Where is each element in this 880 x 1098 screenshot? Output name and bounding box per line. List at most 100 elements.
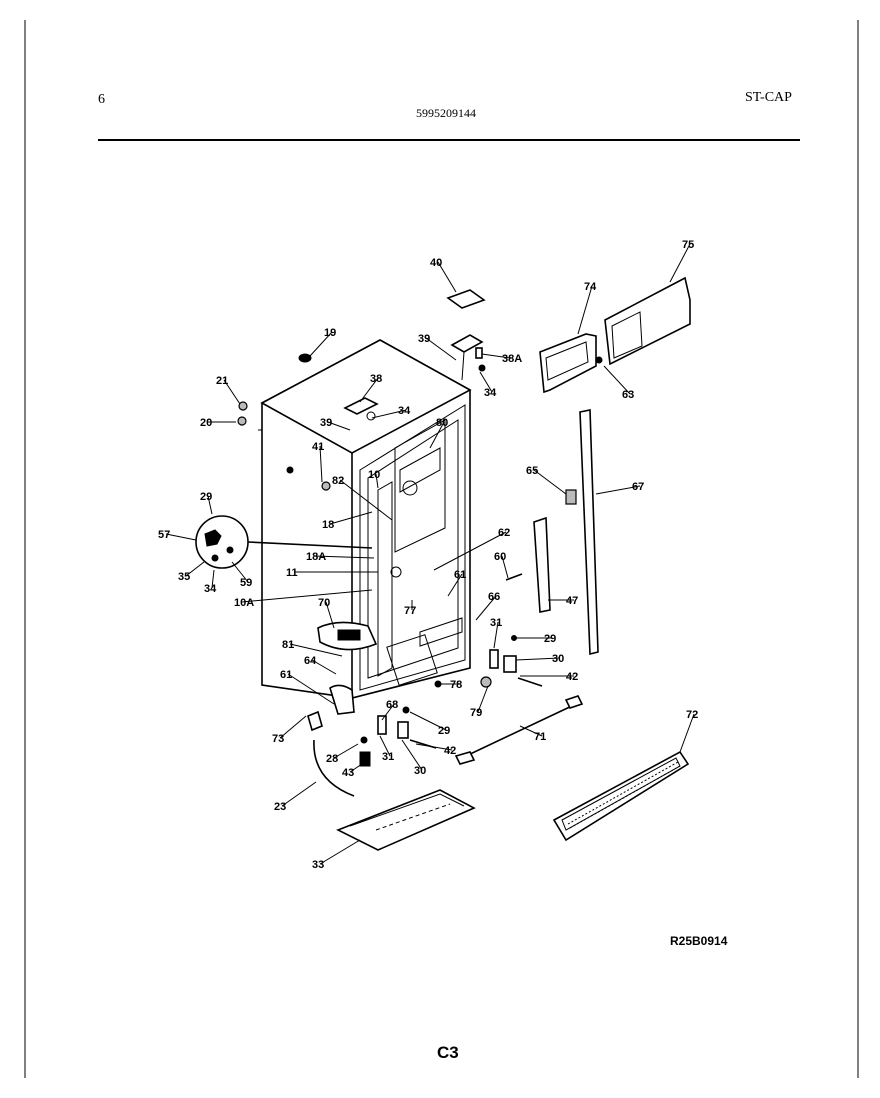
part-40-bracket <box>446 289 486 309</box>
callout-leader-61 <box>447 573 463 597</box>
callout-30: 30 <box>552 653 564 665</box>
callout-47: 47 <box>566 595 578 607</box>
callout-leader-10A <box>241 589 373 603</box>
hinge-detail-circle <box>195 515 373 569</box>
callout-57: 57 <box>158 529 170 541</box>
callout-28: 28 <box>326 753 338 765</box>
callout-leader-23 <box>281 781 317 807</box>
callout-34: 34 <box>398 405 411 417</box>
callout-leader-57 <box>165 533 197 541</box>
callout-67: 67 <box>632 481 644 493</box>
callout-64: 64 <box>304 655 317 667</box>
page-code: C3 <box>437 1043 459 1062</box>
drain-hose <box>307 710 355 797</box>
callout-18: 18 <box>322 519 334 531</box>
callout-leader-66 <box>475 595 497 621</box>
callout-leader-18 <box>329 511 373 525</box>
callout-leader-21 <box>223 379 241 405</box>
lower-left-hinge <box>359 706 437 767</box>
callout-leader-38 <box>359 377 379 403</box>
callout-leader-29 <box>409 711 447 731</box>
callout-20: 20 <box>200 417 212 429</box>
callout-35: 35 <box>178 571 190 583</box>
callout-leader-72 <box>679 713 695 753</box>
part-33-drain-pan <box>336 789 476 851</box>
callout-73: 73 <box>272 733 284 745</box>
callout-60: 60 <box>494 551 506 563</box>
callout-81: 81 <box>282 639 294 651</box>
callout-leader-18A <box>313 555 375 559</box>
callout-leader-34 <box>211 569 215 589</box>
callout-leader-73 <box>279 715 307 739</box>
callout-65: 65 <box>526 465 538 477</box>
callout-29: 29 <box>544 633 556 645</box>
callout-leader-30 <box>515 657 561 661</box>
callout-77: 77 <box>404 605 416 617</box>
callout-38: 38 <box>370 373 382 385</box>
callout-63: 63 <box>622 389 634 401</box>
part-71-rod <box>454 695 584 765</box>
cabinet <box>258 339 472 699</box>
callout-79: 79 <box>470 707 482 719</box>
callout-leader-75 <box>669 243 691 283</box>
callout-18A: 18A <box>306 551 326 563</box>
lower-right-hinge <box>489 635 543 687</box>
callout-leader-40 <box>437 261 457 293</box>
callout-leader-39 <box>327 421 351 431</box>
callout-leader-81 <box>289 643 343 657</box>
callout-74: 74 <box>584 281 597 293</box>
callout-leader-60 <box>501 555 509 579</box>
callout-leader-74 <box>577 285 593 335</box>
callout-leader-19 <box>309 331 333 357</box>
callout-leader-82 <box>339 479 393 521</box>
part-64-bracket <box>329 684 355 715</box>
callout-leader-43 <box>349 763 363 773</box>
callout-38A: 38A <box>502 353 522 365</box>
callout-23: 23 <box>274 801 286 813</box>
callout-10: 10 <box>368 469 380 481</box>
part-79 <box>480 676 492 688</box>
callout-leader-64 <box>311 659 337 675</box>
callout-leader-59 <box>231 561 249 583</box>
callout-29: 29 <box>200 491 212 503</box>
callout-leader-79 <box>477 685 489 713</box>
part-47-rail <box>533 516 551 613</box>
callout-62: 62 <box>498 527 510 539</box>
callout-leader-41 <box>319 445 323 483</box>
callout-leader-35 <box>185 561 205 577</box>
part-72-base-grille <box>552 750 690 842</box>
callout-68: 68 <box>386 699 398 711</box>
callout-29: 29 <box>438 725 450 737</box>
top-hinge <box>450 334 486 381</box>
callout-31: 31 <box>382 751 394 763</box>
callout-leader-28 <box>333 743 359 759</box>
part-65-clip <box>565 489 577 505</box>
callout-43: 43 <box>342 767 354 779</box>
callout-34: 34 <box>204 583 217 595</box>
model-number: 5995209144 <box>416 106 476 120</box>
callout-leader-10 <box>375 473 379 489</box>
callout-leader-62 <box>433 531 507 571</box>
callout-59: 59 <box>240 577 252 589</box>
callout-leader-80 <box>429 421 445 449</box>
callout-70: 70 <box>318 597 330 609</box>
drawing-reference: R25B0914 <box>670 934 728 948</box>
cabinet-top-hardware <box>237 353 379 491</box>
callout-21: 21 <box>216 375 228 387</box>
callout-61: 61 <box>280 669 292 681</box>
callout-42: 42 <box>444 745 456 757</box>
callout-leader-42 <box>415 743 453 751</box>
callout-41: 41 <box>312 441 324 453</box>
callout-39: 39 <box>320 417 332 429</box>
callout-40: 40 <box>430 257 442 269</box>
callout-leader-30 <box>401 739 423 771</box>
part-60-screw <box>505 573 523 581</box>
callout-75: 75 <box>682 239 694 251</box>
callout-33: 33 <box>312 859 324 871</box>
callout-leader-34 <box>371 409 407 419</box>
callout-leader-34 <box>479 371 493 393</box>
callout-10A: 10A <box>234 597 254 609</box>
